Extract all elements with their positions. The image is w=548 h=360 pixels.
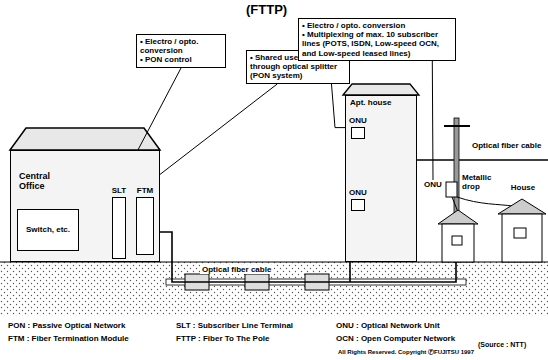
leader-line [145,84,277,186]
node-label: ONU [422,180,444,189]
equipment-rack [351,199,365,211]
abbreviation: FTTP : Fiber To The Pole [176,334,269,343]
node-label: ONU [348,188,368,197]
metallic-drop [452,197,512,212]
leader-line [432,61,434,180]
node-label: Apt. house [350,98,416,107]
node-label: Central Office [19,171,71,192]
abbreviation: OCN : Open Computer Network [336,334,455,343]
callout-text: • PON control [140,55,222,64]
house-roof [438,210,478,224]
node-label: ONU [348,116,368,125]
central-office: Central OfficeSwitch, etc. SLT FTM [10,150,160,262]
house-roof [498,199,546,214]
house [502,214,542,262]
slt-unit: SLT [109,186,129,259]
callout-text: • Multiplexing of max. 10 subscriber lin… [302,30,452,58]
node-label: FTM [133,186,157,195]
onu-label: ONU [422,180,444,189]
node-label: SLT [109,186,129,195]
source-note: (Source : NTT) [478,341,526,349]
node-label: House [505,183,541,192]
drop-label: Metallic drop [462,173,496,191]
diagram-title: (FTTP) [246,2,287,17]
house-label: House [505,183,541,192]
apartment-house: Apt. houseONU ONU [345,95,417,262]
building-roof [10,128,160,150]
aerial-fiber [417,159,548,160]
pole-crossarm [444,125,470,127]
window [452,236,462,245]
equipment-rack [351,127,365,139]
cable-label: Optical fiber cable [470,141,543,150]
window [514,228,526,238]
equipment-rack [112,197,126,259]
cable-label: Optical fiber cable [200,265,273,274]
equipment-rack [136,197,154,255]
onu-device [446,182,457,197]
callout-text: • Electro / opto. conversion [140,37,222,55]
abbreviation: FTM : Fiber Termination Module [8,334,129,343]
callout-box: • Electro / opto. conversion• Multiplexi… [298,18,456,61]
abbreviation: ONU : Optical Network Unit [336,321,440,330]
abbreviation: PON : Passive Optical Network [8,321,125,330]
switch-box: Switch, etc. [17,209,79,251]
building-roof [343,84,419,95]
callout-box: • Electro / opto. conversion• PON contro… [136,34,226,68]
abbreviation: SLT : Subscriber Line Terminal [176,321,293,330]
callout-text: • Electro / opto. conversion [302,21,452,30]
ftm-unit: FTM [133,186,157,255]
onu-unit: ONU [348,116,368,139]
ground [0,262,548,316]
onu-unit: ONU [348,188,368,211]
node-label: Switch, etc. [26,225,70,234]
house [442,224,474,262]
copyright: All Rights Reserved. Copyright ⒻFUJITSU … [338,349,474,356]
